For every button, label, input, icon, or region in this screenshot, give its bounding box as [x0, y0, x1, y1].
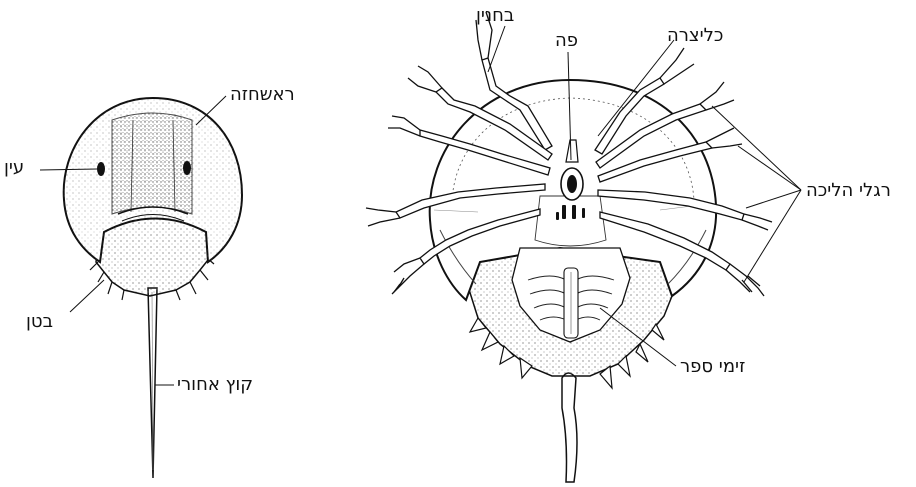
label-chelicera: בחנין [476, 7, 514, 25]
dorsal-view [64, 98, 242, 478]
dorsal-eye-right [183, 161, 191, 175]
label-eye: עין [4, 159, 24, 177]
dorsal-eye-left [97, 162, 105, 176]
label-abdomen: בטן [26, 313, 53, 331]
label-book-gills: זימי ספר [680, 358, 745, 376]
label-walking-legs: רגלי הליכה [806, 182, 891, 200]
ventral-telson [562, 373, 577, 482]
label-carapace: ראשחזה [230, 86, 295, 104]
label-mouth: פה [555, 32, 578, 50]
label-pedipalp: כליצרה [667, 27, 723, 45]
ventral-view [430, 80, 716, 482]
label-telson: קוץ אחורי [177, 376, 253, 394]
